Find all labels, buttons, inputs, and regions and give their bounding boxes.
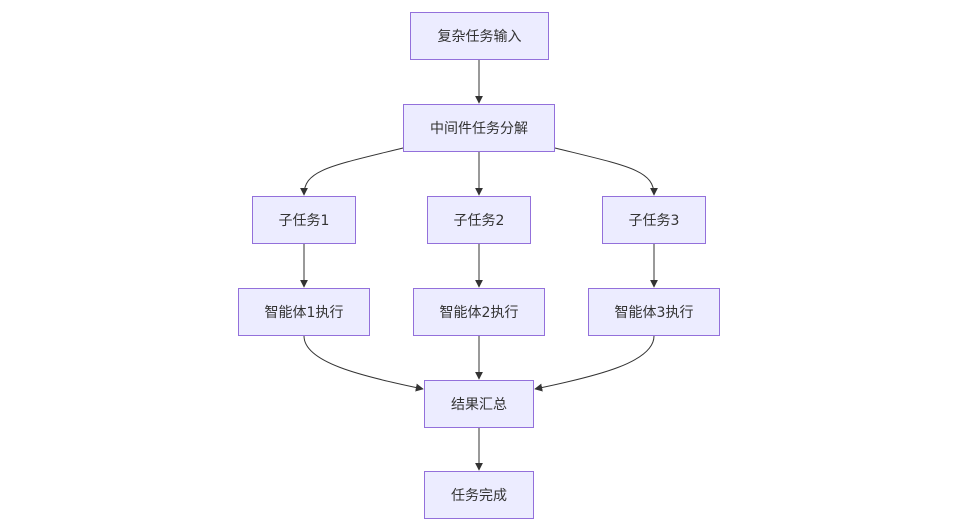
node-task-complete: 任务完成 — [424, 471, 534, 519]
edge-agent-1-to-aggregation — [303, 335, 424, 392]
edge-agent-3-to-aggregation — [534, 335, 655, 392]
node-task-decomposition: 中间件任务分解 — [403, 104, 555, 152]
node-agent-1-execution: 智能体1执行 — [238, 288, 370, 336]
node-task-input: 复杂任务输入 — [410, 12, 549, 60]
node-subtask-2: 子任务2 — [427, 196, 531, 244]
edge-decomposition-to-subtask-1 — [300, 147, 404, 196]
node-subtask-3: 子任务3 — [602, 196, 706, 244]
node-agent-2-execution: 智能体2执行 — [413, 288, 545, 336]
node-subtask-1: 子任务1 — [252, 196, 356, 244]
edge-decomposition-to-subtask-3 — [554, 147, 658, 196]
node-result-aggregation: 结果汇总 — [424, 380, 534, 428]
node-agent-3-execution: 智能体3执行 — [588, 288, 720, 336]
